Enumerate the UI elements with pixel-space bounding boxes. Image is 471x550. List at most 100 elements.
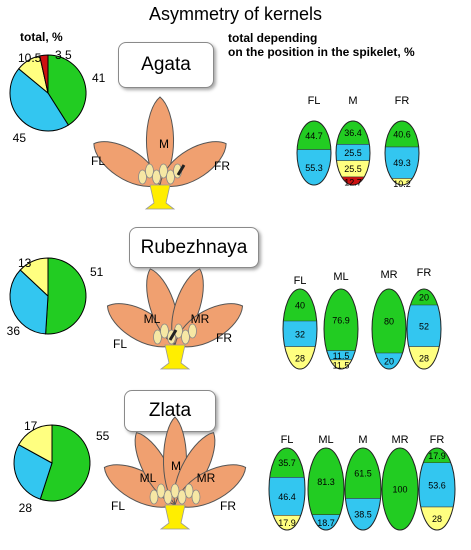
segment-value: 38.5 bbox=[354, 510, 372, 520]
segment-value: 61.5 bbox=[354, 469, 372, 479]
pie-label: 10.5 bbox=[18, 51, 42, 65]
ellipse-outline bbox=[406, 288, 442, 370]
segment-red bbox=[336, 176, 370, 185]
segment-green bbox=[336, 121, 370, 145]
kernel bbox=[156, 483, 166, 499]
position-label: FR bbox=[417, 267, 432, 279]
pie-label: 17 bbox=[24, 419, 38, 433]
petal-label: MR bbox=[197, 471, 216, 485]
position-label: FR bbox=[395, 95, 410, 107]
kernel bbox=[170, 483, 180, 499]
segment-value: 20 bbox=[384, 357, 394, 367]
petal-label: FL bbox=[113, 337, 127, 351]
position-label: M bbox=[358, 434, 367, 446]
kernel bbox=[149, 489, 159, 505]
segment-yellow bbox=[385, 178, 419, 185]
segment-value: 35.7 bbox=[278, 458, 296, 468]
segment-cyan bbox=[385, 146, 419, 179]
segment-value: 17.9 bbox=[428, 451, 446, 461]
awn-mark bbox=[168, 329, 178, 341]
position-label: ML bbox=[318, 434, 333, 446]
position-label: MR bbox=[391, 434, 408, 446]
position-label: ML bbox=[333, 271, 348, 283]
kernel bbox=[184, 483, 194, 499]
segment-value: 49.3 bbox=[393, 158, 411, 168]
spikelet-agata bbox=[93, 96, 227, 210]
ellipse-outline bbox=[307, 447, 345, 531]
petal-label: FR bbox=[216, 331, 232, 345]
pie-slice bbox=[18, 424, 53, 464]
segment-cyan bbox=[324, 350, 358, 360]
ellipse-outline bbox=[268, 447, 306, 531]
awn-mark bbox=[176, 164, 186, 176]
petal bbox=[145, 96, 175, 186]
petal-label: FL bbox=[91, 154, 105, 168]
kernel bbox=[153, 329, 162, 345]
kernel bbox=[181, 329, 190, 345]
segment-value: 46.4 bbox=[278, 492, 296, 502]
segment-value: 80 bbox=[384, 317, 394, 327]
segment-value: 28 bbox=[432, 514, 442, 524]
kernel bbox=[138, 169, 147, 185]
pie-label: 28 bbox=[19, 501, 33, 515]
petal-label: M bbox=[159, 137, 169, 151]
ellipse-outline bbox=[296, 120, 332, 186]
petal-label: FR bbox=[214, 159, 230, 173]
segment-value: 40 bbox=[295, 301, 305, 311]
segment-cyan bbox=[269, 477, 305, 516]
segment-cyan bbox=[407, 305, 441, 347]
pie-rubezhnaya bbox=[9, 257, 87, 335]
segment-value: 11.5 bbox=[333, 360, 350, 370]
kernel bbox=[160, 323, 169, 339]
position-label: FL bbox=[294, 275, 307, 287]
segment-value: 44.7 bbox=[305, 131, 323, 141]
segment-value: 28 bbox=[295, 353, 305, 363]
pie-label: 55 bbox=[96, 429, 110, 443]
variety-name-text: Agata bbox=[141, 54, 191, 75]
segment-yellow bbox=[336, 160, 370, 177]
segment-value: 28 bbox=[419, 353, 429, 363]
total-header: total, % bbox=[20, 30, 63, 44]
ellipse-outline bbox=[381, 447, 419, 531]
kernel bbox=[188, 323, 197, 339]
pie-slice bbox=[45, 257, 87, 335]
variety-name-text: Rubezhnaya bbox=[140, 237, 248, 258]
segment-value: 18.7 bbox=[317, 518, 335, 528]
kernel bbox=[177, 489, 187, 505]
pie-label: 36 bbox=[7, 324, 21, 338]
segment-cyan bbox=[419, 462, 455, 507]
segment-value: 12.7 bbox=[344, 177, 362, 187]
segment-value: 17.9 bbox=[278, 518, 296, 528]
ellipse-outline bbox=[323, 288, 359, 370]
spikelet-rubezhnaya bbox=[106, 268, 244, 370]
kernel-bar-fl bbox=[282, 288, 318, 370]
segment-value: 25.5 bbox=[344, 164, 362, 174]
stem bbox=[159, 504, 191, 530]
petal-label: FR bbox=[220, 499, 236, 513]
segment-cyan bbox=[336, 144, 370, 161]
kernel bbox=[166, 169, 175, 185]
position-header: total depending on the position in the s… bbox=[228, 31, 415, 59]
segment-value: 20 bbox=[419, 293, 429, 303]
pie-slice bbox=[9, 68, 70, 132]
petal-label: ML bbox=[140, 471, 157, 485]
pie-label: 3.5 bbox=[55, 48, 72, 62]
kernel bbox=[191, 489, 201, 505]
kernel-bar-m bbox=[335, 120, 371, 186]
segment-value: 81.3 bbox=[317, 477, 335, 487]
segment-value: 52 bbox=[419, 321, 429, 331]
pie-slice bbox=[39, 54, 49, 94]
ellipse-outline bbox=[418, 447, 456, 531]
pie-label: 45 bbox=[13, 131, 27, 145]
position-header-text: total depending on the position in the s… bbox=[228, 31, 415, 59]
ellipse-outline bbox=[371, 288, 407, 370]
pie-agata bbox=[9, 54, 87, 132]
kernel bbox=[159, 163, 168, 179]
figure-title: Asymmetry of kernels bbox=[148, 4, 323, 24]
pie-slice bbox=[9, 269, 49, 335]
pie-zlata bbox=[13, 424, 91, 502]
kernel-bar-mr bbox=[381, 447, 419, 531]
variety-name-text: Zlata bbox=[148, 400, 192, 421]
segment-cyan bbox=[283, 321, 317, 347]
